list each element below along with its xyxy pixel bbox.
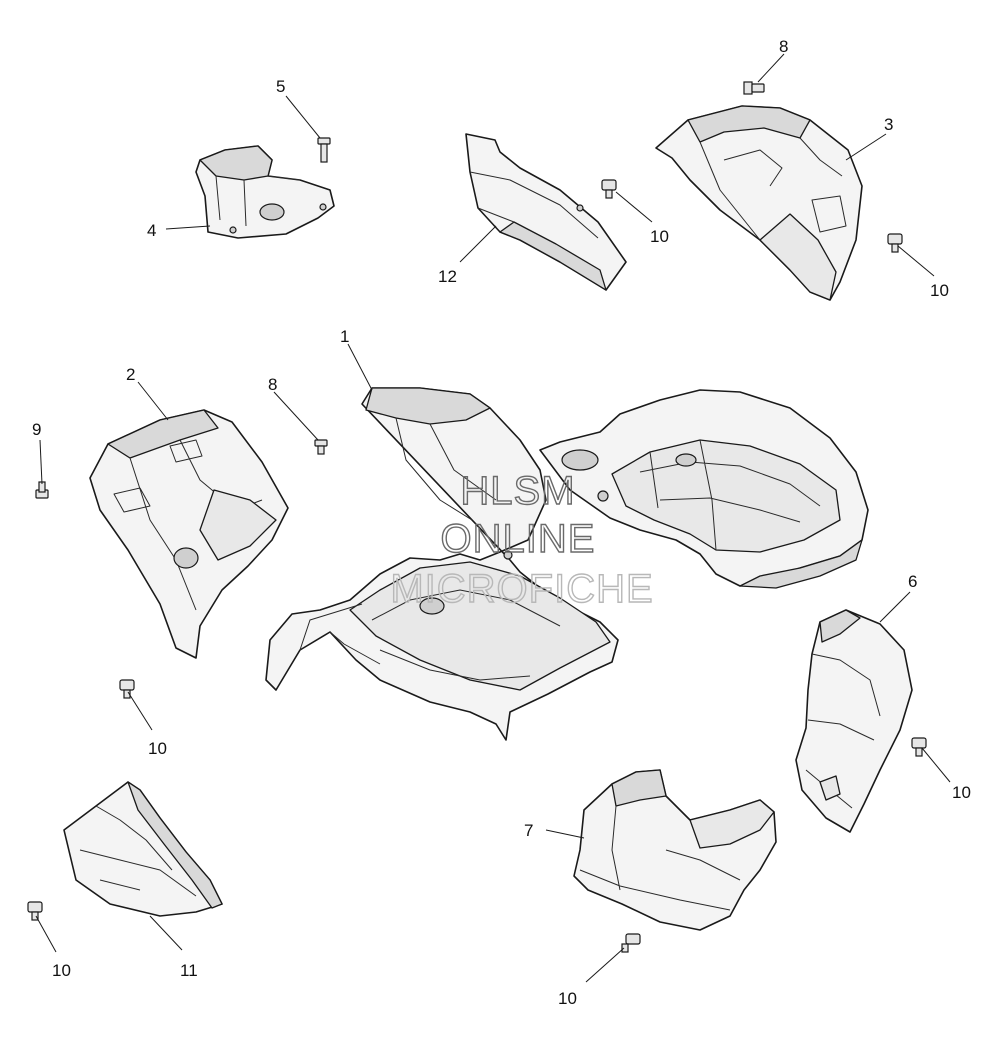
callouts: 5 4 8 3 10 10 12 1 2 8 9 10 6 10 7 10 11…	[32, 37, 971, 1008]
callout-1: 1	[340, 327, 349, 346]
watermark-line-2: ONLINE	[441, 517, 596, 561]
leader-lines	[35, 53, 951, 983]
fastener-8-top	[743, 81, 765, 95]
part-6-right-panel	[795, 609, 913, 833]
part-3-side-panel	[655, 105, 863, 301]
fastener-10-right-top	[887, 233, 903, 253]
fastener-8-mid	[314, 439, 328, 455]
callout-2: 2	[126, 365, 135, 384]
callout-4: 4	[147, 221, 156, 240]
callout-7: 7	[524, 821, 533, 840]
part-4-cover	[195, 145, 335, 239]
fastener-10-right	[911, 737, 927, 757]
callout-8-top: 8	[779, 37, 788, 56]
fastener-5	[317, 137, 331, 163]
callout-10-right: 10	[952, 783, 971, 802]
callout-8-mid: 8	[268, 375, 277, 394]
callout-10-left: 10	[148, 739, 167, 758]
callout-10-bottom-left: 10	[52, 961, 71, 980]
fastener-9	[35, 481, 49, 499]
part-7-lower-panel	[573, 769, 777, 931]
callout-12: 12	[438, 267, 457, 286]
fastener-10-left	[119, 679, 135, 699]
callout-10-top: 10	[650, 227, 669, 246]
callout-10-bottom: 10	[558, 989, 577, 1008]
callout-9: 9	[32, 420, 41, 439]
callout-6: 6	[908, 572, 917, 591]
fastener-10-top	[601, 179, 617, 199]
callout-3: 3	[884, 115, 893, 134]
part-12-bracket	[465, 133, 627, 291]
callout-11: 11	[180, 961, 198, 980]
part-2-left-panel	[89, 409, 289, 659]
part-11-wedge-cover	[63, 781, 223, 917]
watermark: HLSM ONLINE MICROFICHE	[390, 468, 654, 611]
callout-10-right-top: 10	[930, 281, 949, 300]
callout-5: 5	[276, 77, 285, 96]
watermark-line-1: HLSM	[460, 469, 575, 513]
watermark-line-3: MICROFICHE	[390, 567, 653, 611]
fastener-10-bottom-left	[27, 901, 43, 921]
part-1-main-body	[265, 387, 869, 741]
fastener-10-bottom	[621, 933, 641, 953]
